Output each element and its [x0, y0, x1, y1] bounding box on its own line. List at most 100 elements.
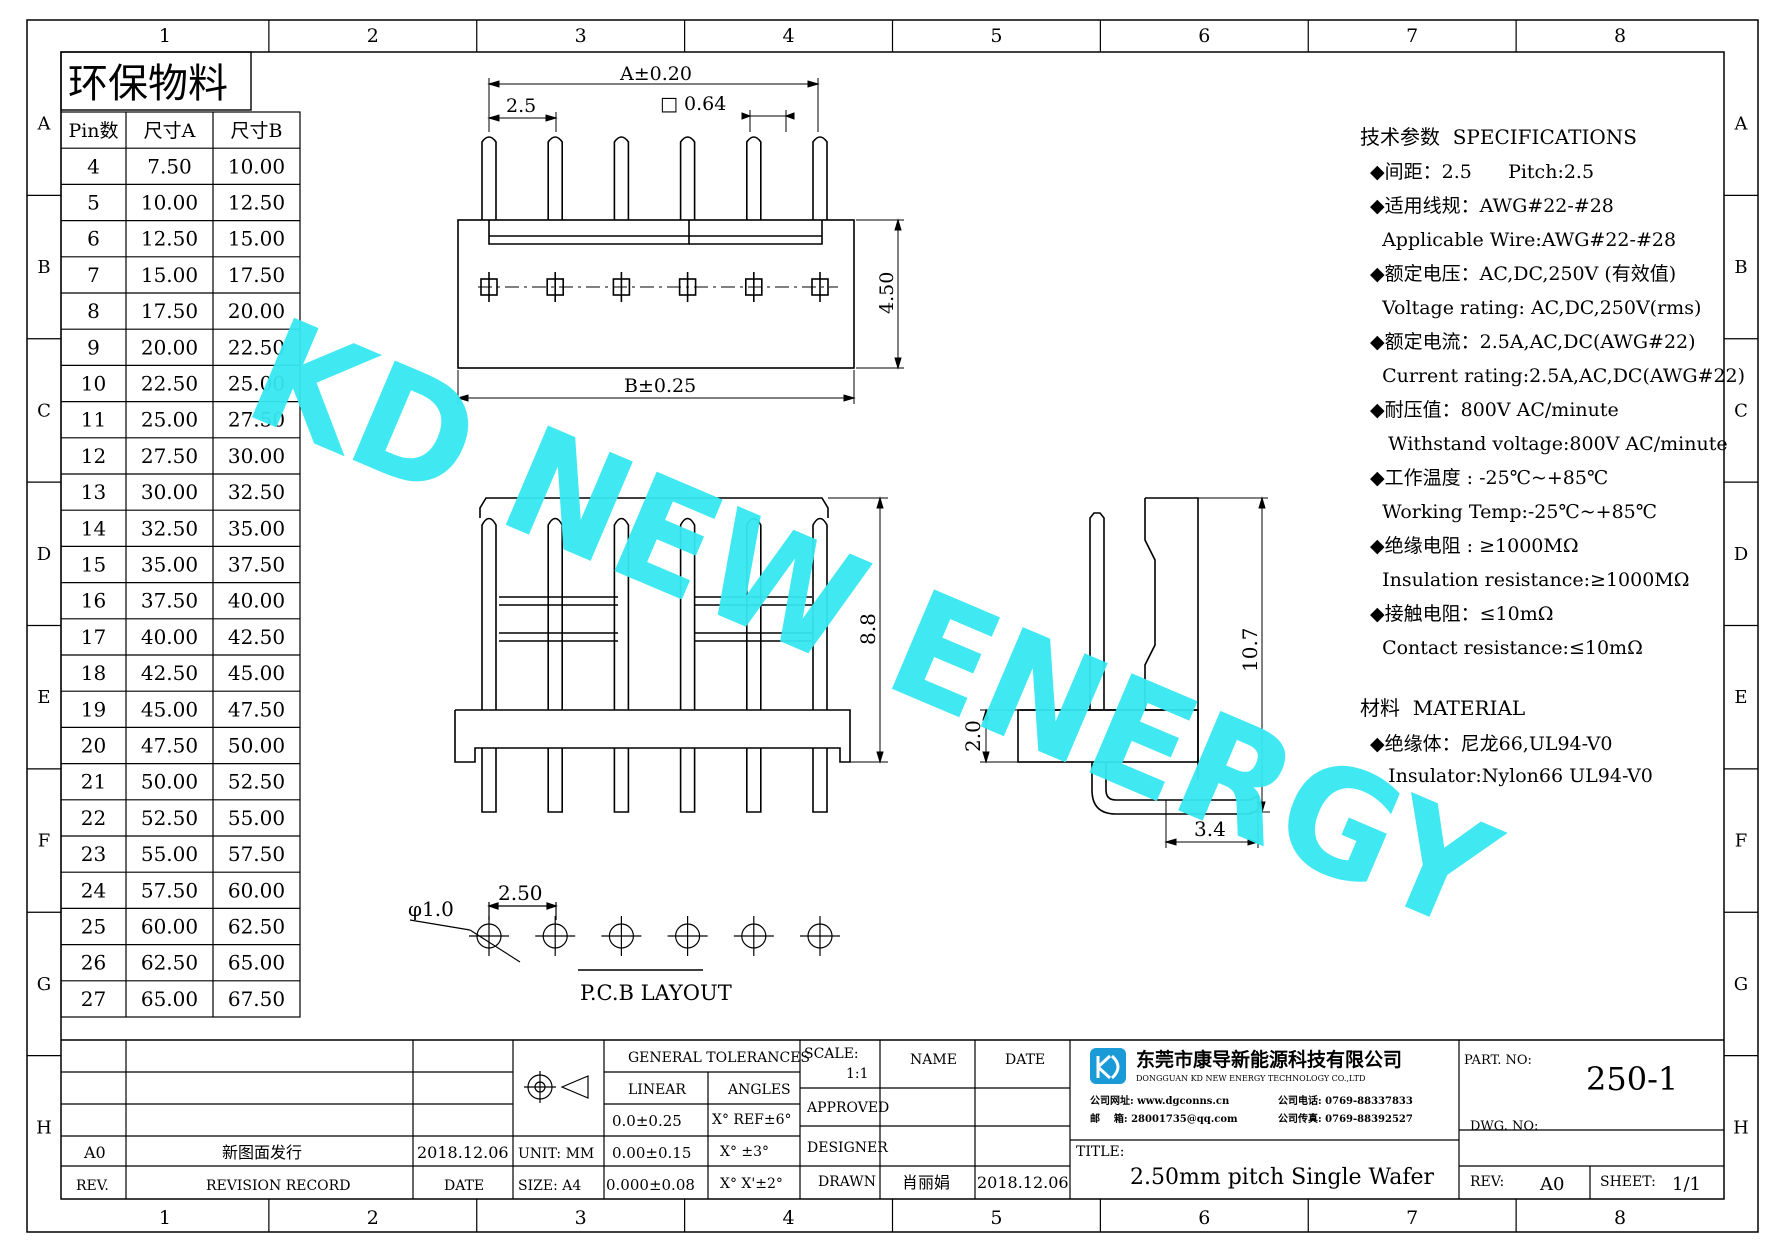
front-pin-tail: [613, 748, 630, 813]
spec-line: Contact resistance:≤10mΩ: [1370, 637, 1643, 659]
frame-row-label: C: [1734, 400, 1748, 421]
pin-table-cell: 25.00: [228, 372, 285, 396]
pin-table-cell: 42.50: [141, 661, 198, 685]
pin-table-cell: 35.00: [141, 553, 198, 577]
top-pin: [746, 136, 762, 220]
spec-line: Withstand voltage:800V AC/minute: [1370, 433, 1728, 455]
pin-table-cell: 57.50: [228, 842, 285, 866]
pin-table-cell: 47.50: [141, 734, 198, 758]
pin-table-cell: 12: [81, 444, 106, 468]
linear-label: LINEAR: [628, 1082, 686, 1098]
pin-table-cell: 50.00: [228, 734, 285, 758]
pin-table-cell: 35.00: [228, 516, 285, 540]
rev-header-rev: REV.: [76, 1178, 109, 1194]
pin-table-cell: 17: [81, 625, 106, 649]
front-pin: [679, 517, 696, 710]
frame-column-label: 5: [990, 1207, 1002, 1229]
pin-table-cell: 32.50: [228, 480, 285, 504]
hole-pitch-label: 2.50: [498, 881, 543, 905]
spec-line: Working Temp:-25℃~+85℃: [1370, 501, 1657, 523]
pin-table-cell: 20: [81, 734, 106, 758]
dim-b-label: B±0.25: [624, 375, 696, 397]
drawn-date: 2018.12.06: [977, 1173, 1069, 1192]
specifications: 技术参数 SPECIFICATIONS ◆间距：2.5 Pitch:2.5◆适用…: [1360, 125, 1745, 787]
sheet-value: 1/1: [1672, 1174, 1701, 1195]
unit-label: UNIT: MM: [518, 1146, 594, 1162]
hole-diameter-label: φ1.0: [408, 897, 454, 921]
part-no-value: 250-1: [1586, 1060, 1678, 1098]
frame-row-label: G: [37, 974, 51, 995]
rev-header-date: DATE: [444, 1178, 484, 1194]
spec-line: ◆接触电阻：≤10mΩ: [1370, 603, 1553, 625]
tol-angles-1: X° REF±6°: [712, 1112, 792, 1128]
company-name-cn: 东莞市康导新能源科技有限公司: [1136, 1048, 1402, 1071]
frame-column-label: 3: [575, 25, 587, 47]
pin-table-title: 环保物料: [68, 61, 228, 107]
pin-table-cell: 65.00: [141, 987, 198, 1011]
pin-table-cell: 40.00: [228, 589, 285, 613]
dim-pitch-top-label: 2.5: [506, 95, 536, 117]
pin-table-header: Pin数: [68, 120, 118, 142]
pin-table-cell: 8: [87, 299, 100, 323]
pin-table-cell: 45.00: [141, 697, 198, 721]
pin-table-cell: 4: [87, 154, 100, 178]
spec-line: ◆耐压值：800V AC/minute: [1370, 399, 1619, 421]
spec-line: Voltage rating: AC,DC,250V(rms): [1370, 297, 1701, 319]
dwg-no-label: DWG. NO:: [1470, 1119, 1538, 1134]
pin-table-cell: 26: [81, 951, 106, 975]
angles-label: ANGLES: [727, 1082, 791, 1098]
pin-table-cell: 27.50: [141, 444, 198, 468]
pin-table-cell: 55.00: [141, 842, 198, 866]
pin-table-cell: 42.50: [228, 625, 285, 649]
spec-line: ◆适用线规：AWG#22-#28: [1370, 195, 1614, 217]
spec-line: Insulation resistance:≥1000MΩ: [1370, 569, 1690, 591]
pin-table-cell: 10: [81, 372, 106, 396]
frame-column-label: 6: [1198, 25, 1210, 47]
frame-column-label: 6: [1198, 1207, 1210, 1229]
pin-table-cell: 17.50: [228, 263, 285, 287]
frame-row-label: H: [1733, 1117, 1749, 1138]
frame-row-label: C: [37, 400, 51, 421]
front-pin: [481, 517, 497, 710]
pin-table-cell: 20.00: [228, 299, 285, 323]
pin-table-cell: 14: [81, 516, 106, 540]
pin-table-cell: 40.00: [141, 625, 198, 649]
pin-table-cell: 15: [81, 553, 106, 577]
front-pin: [812, 517, 828, 710]
top-pin: [547, 136, 563, 220]
dim-a-label: A±0.20: [619, 63, 692, 85]
top-view-dimensions: [456, 78, 904, 404]
frame-column-label: 4: [783, 1207, 795, 1229]
side-view: [1017, 497, 1259, 815]
top-pin: [481, 136, 497, 220]
title-label: TITLE:: [1076, 1144, 1124, 1160]
tol-linear-3: 0.000±0.08: [606, 1176, 695, 1194]
pin-table-cell: 32.50: [141, 516, 198, 540]
title-block: [61, 1039, 1724, 1199]
pin-table-cell: 22: [81, 806, 106, 830]
dim-base-side-label: 2.0: [961, 720, 985, 752]
pin-table-cell: 12.50: [228, 191, 285, 215]
pin-table-cell: 16: [81, 589, 106, 613]
side-view-dimensions: [980, 496, 1270, 848]
pin-table-cell: 65.00: [228, 951, 285, 975]
tol-angles-2: X° ±3°: [720, 1144, 769, 1160]
sheet-label: SHEET:: [1600, 1174, 1656, 1190]
pin-table-cell: 23: [81, 842, 106, 866]
spec-line: ◆绝缘电阻 : ≥1000MΩ: [1370, 535, 1579, 557]
spec-line: ◆额定电流：2.5A,AC,DC(AWG#22): [1370, 331, 1696, 353]
pin-table-cell: 52.50: [228, 770, 285, 794]
pin-table-cell: 60.00: [228, 878, 285, 902]
name-label: NAME: [910, 1052, 957, 1068]
pin-table-cell: 67.50: [228, 987, 285, 1011]
pin-table-cell: 62.50: [141, 951, 198, 975]
frame-row-label: D: [37, 544, 51, 565]
pin-table-cell: 24: [81, 878, 106, 902]
frame-column-label: 8: [1614, 1207, 1626, 1229]
front-pin: [547, 517, 563, 710]
front-pin: [613, 517, 630, 710]
company-name-en: DONGGUAN KD NEW ENERGY TECHNOLOGY CO.,LT…: [1136, 1074, 1365, 1083]
frame-row-label: H: [36, 1117, 52, 1138]
rev-value: A0: [1539, 1174, 1564, 1195]
